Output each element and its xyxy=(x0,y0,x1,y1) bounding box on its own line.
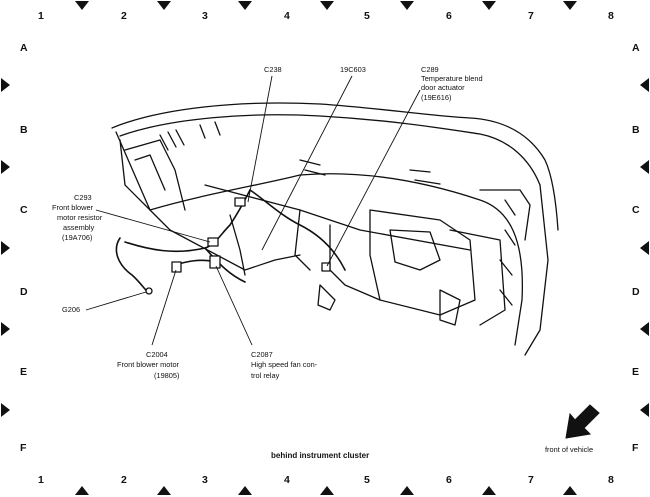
grid-tick-right-d xyxy=(640,322,649,336)
grid-tick-top-4 xyxy=(320,1,334,10)
diagram-caption: behind instrument cluster xyxy=(271,451,370,460)
dash-pad-edge xyxy=(119,114,541,186)
grid-col-5-top: 5 xyxy=(364,10,370,22)
label-c293-desc-2: motor resistor xyxy=(57,213,103,222)
label-c2087: C2087 xyxy=(251,350,273,359)
grid-tick-bottom-1 xyxy=(75,486,89,495)
label-c289-part: (19E616) xyxy=(421,93,452,102)
grid-row-b-left: B xyxy=(20,124,28,136)
grid-col-6-bottom: 6 xyxy=(446,474,452,486)
wiring-harness xyxy=(115,237,149,293)
grid-tick-top-3 xyxy=(238,1,252,10)
grid-tick-bottom-6 xyxy=(482,486,496,495)
label-c2004-part: (19805) xyxy=(154,371,180,380)
label-c293-part: (19A706) xyxy=(62,233,93,242)
label-c289-desc-2: door actuator xyxy=(421,83,465,92)
grid-row-f-left: F xyxy=(20,442,27,454)
grid-col-3-bottom: 3 xyxy=(202,474,208,486)
grid-tick-bottom-2 xyxy=(157,486,171,495)
grid-row-a-right: A xyxy=(632,42,640,54)
grid-tick-right-a xyxy=(640,78,649,92)
label-g206: G206 xyxy=(62,305,81,314)
dash-top-outline xyxy=(111,102,559,231)
grid-row-c-right: C xyxy=(632,204,640,216)
grid-row-d-left: D xyxy=(20,286,28,298)
front-of-vehicle-label: front of vehicle xyxy=(545,445,594,454)
grid-row-f-right: F xyxy=(632,442,639,454)
grid-col-2-bottom: 2 xyxy=(121,474,127,486)
grid-col-8-top: 8 xyxy=(608,10,614,22)
direction-arrow-icon xyxy=(565,404,600,439)
cross-member xyxy=(204,184,471,251)
label-c2087-desc-1: High speed fan con- xyxy=(251,360,318,369)
leader-c2004 xyxy=(151,269,177,346)
connector-c2004 xyxy=(171,261,182,273)
grid-tick-top-6 xyxy=(482,1,496,10)
grid-tick-top-5 xyxy=(400,1,414,10)
grid-row-d-right: D xyxy=(632,286,640,298)
connector-c293 xyxy=(207,237,219,247)
grid-col-4-bottom: 4 xyxy=(284,474,290,486)
grid-col-1-bottom: 1 xyxy=(38,474,44,486)
grid-tick-left-a xyxy=(1,78,10,92)
dash-front-face xyxy=(149,173,524,346)
grid-row-a-left: A xyxy=(20,42,28,54)
label-c293: C293 xyxy=(74,193,92,202)
grid-row-b-right: B xyxy=(632,124,640,136)
grid-col-8-bottom: 8 xyxy=(608,474,614,486)
leader-c2087 xyxy=(215,265,253,346)
grid-tick-right-c xyxy=(640,241,649,255)
label-c2087-desc-2: trol relay xyxy=(251,371,280,380)
hvac-housing xyxy=(369,209,476,316)
grid-tick-right-e xyxy=(640,403,649,417)
label-c289: C289 xyxy=(421,65,439,74)
grid-tick-bottom-3 xyxy=(238,486,252,495)
grid-row-c-left: C xyxy=(20,204,28,216)
ground-g206 xyxy=(145,287,153,295)
grid-col-7-top: 7 xyxy=(528,10,534,22)
grid-tick-top-2 xyxy=(157,1,171,10)
grid-tick-top-7 xyxy=(563,1,577,10)
label-c289-desc-1: Temperature blend xyxy=(421,74,483,83)
grid-col-7-bottom: 7 xyxy=(528,474,534,486)
label-c2004: C2004 xyxy=(146,350,168,359)
label-c293-desc-1: Front blower xyxy=(52,203,94,212)
grid-tick-bottom-4 xyxy=(320,486,334,495)
connector-c289 xyxy=(321,262,331,272)
grid-tick-left-d xyxy=(1,322,10,336)
grid-row-e-left: E xyxy=(20,366,28,378)
connector-c2087 xyxy=(209,255,221,269)
leader-c293 xyxy=(95,209,211,243)
grid-tick-right-b xyxy=(640,160,649,174)
leader-c289 xyxy=(326,89,421,267)
grid-col-2-top: 2 xyxy=(121,10,127,22)
connector-c238 xyxy=(234,197,246,207)
leader-19c603 xyxy=(261,75,353,251)
label-19c603: 19C603 xyxy=(340,65,366,74)
grid-tick-bottom-5 xyxy=(400,486,414,495)
label-c238: C238 xyxy=(264,65,282,74)
grid-col-4-top: 4 xyxy=(284,10,290,22)
grid-row-e-right: E xyxy=(632,366,640,378)
grid-col-6-top: 6 xyxy=(446,10,452,22)
grid-tick-top-1 xyxy=(75,1,89,10)
grid-col-3-top: 3 xyxy=(202,10,208,22)
leader-g206 xyxy=(85,291,147,311)
label-c2004-desc: Front blower motor xyxy=(117,360,180,369)
grid-tick-left-e xyxy=(1,403,10,417)
grid-tick-left-c xyxy=(1,241,10,255)
grid-tick-bottom-7 xyxy=(563,486,577,495)
label-c293-desc-3: assembly xyxy=(63,223,95,232)
grid-col-1-top: 1 xyxy=(38,10,44,22)
leader-c238 xyxy=(247,75,273,203)
grid-col-5-bottom: 5 xyxy=(364,474,370,486)
grid-tick-left-b xyxy=(1,160,10,174)
